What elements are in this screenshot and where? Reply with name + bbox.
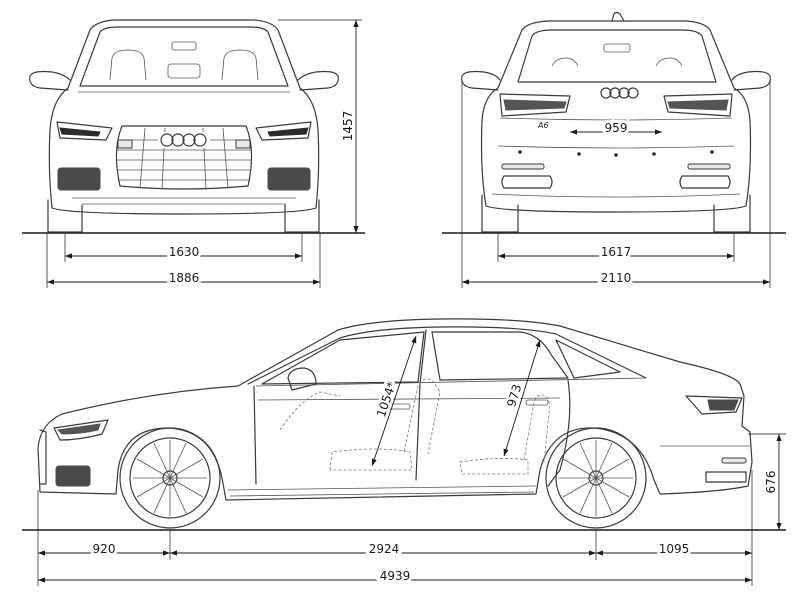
front-overhang-dimension: 920 <box>93 542 116 556</box>
rear-wheel <box>545 427 647 529</box>
front-wheel <box>119 427 221 529</box>
svg-text:A6: A6 <box>537 121 549 130</box>
width-with-mirrors-dimension: 2110 <box>601 271 632 285</box>
rear-track-dimension: 1617 <box>601 245 632 259</box>
rear-four-rings-logo <box>600 87 639 99</box>
overall-length-dimension: 4939 <box>380 569 411 583</box>
boot-opening-dimension: 959 <box>605 121 628 135</box>
rear-view-drawing: A6 959 1617 2110 <box>442 11 786 288</box>
front-width-dimension: 1886 <box>169 271 200 285</box>
rear-sill-height-dimension: 676 <box>764 471 778 494</box>
front-height-dimension: 1457 <box>341 111 355 142</box>
wheelbase-dimension: 2924 <box>369 542 400 556</box>
rear-overhang-dimension: 1095 <box>659 542 690 556</box>
front-track-dimension: 1630 <box>169 245 200 259</box>
side-view-drawing: 1054* 973 676 920 2924 1095 493 <box>22 318 786 586</box>
rear-headroom-dimension: 973 <box>504 383 524 409</box>
front-view-drawing: 1457 1630 1886 <box>22 19 365 288</box>
front-four-rings-logo <box>158 132 210 148</box>
